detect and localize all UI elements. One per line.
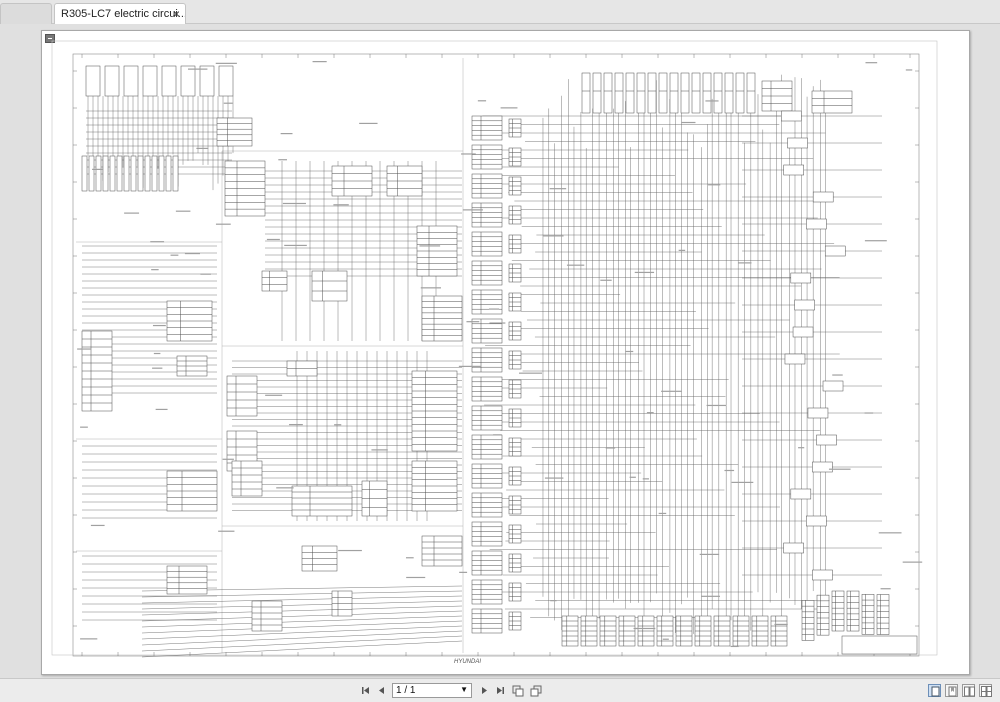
tab-label: R305-LC7 electric circui... [61, 8, 186, 20]
next-page-icon[interactable] [478, 684, 490, 697]
circuit-diagram: HYUNDAI [51, 40, 938, 665]
page-number-select[interactable]: 1 / 1 ▼ [392, 683, 472, 698]
forward-view-icon[interactable] [530, 684, 542, 697]
two-page-continuous-icon[interactable] [979, 684, 992, 697]
status-bar: 1 / 1 ▼ [0, 678, 1000, 702]
tab-bar: R305-LC7 electric circui... × [0, 0, 1000, 25]
single-page-icon[interactable] [928, 684, 941, 697]
last-page-icon[interactable] [494, 684, 506, 697]
bookmark-icon[interactable] [945, 684, 958, 697]
page-number-value: 1 / 1 [396, 685, 416, 696]
back-view-icon[interactable] [512, 684, 524, 697]
page-menu-icon[interactable] [45, 34, 55, 43]
tab-document[interactable]: R305-LC7 electric circui... × [54, 3, 186, 25]
document-page: HYUNDAI [41, 30, 970, 675]
brand-logo: HYUNDAI [454, 659, 481, 665]
first-page-icon[interactable] [360, 684, 372, 697]
tab-blank[interactable] [0, 3, 52, 24]
chevron-down-icon: ▼ [460, 685, 468, 694]
document-viewer[interactable]: HYUNDAI [0, 24, 1000, 678]
previous-page-icon[interactable] [376, 684, 388, 697]
close-icon[interactable]: × [172, 7, 180, 21]
two-page-icon[interactable] [962, 684, 975, 697]
